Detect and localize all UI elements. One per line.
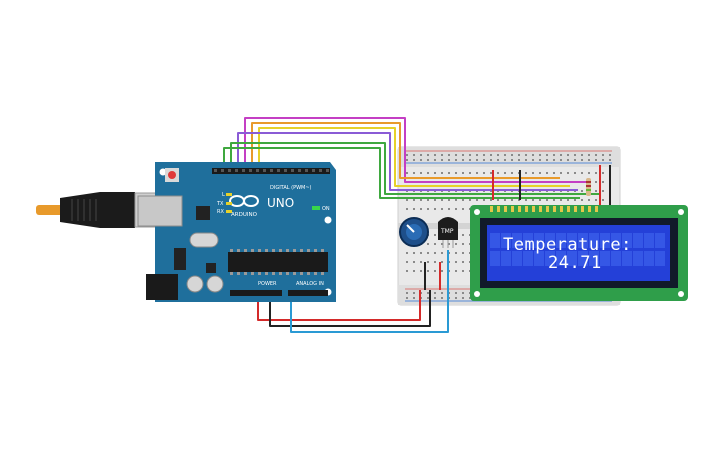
usb-port	[137, 195, 183, 227]
crystal	[189, 232, 219, 248]
capacitor-2	[206, 275, 224, 293]
l-led	[226, 193, 232, 196]
wire-purple[interactable]	[237, 132, 578, 191]
capacitor-1	[186, 275, 204, 293]
wire-green-1[interactable]	[230, 142, 600, 195]
tx-led	[226, 202, 232, 205]
on-label: ON	[322, 206, 330, 212]
wire-orange[interactable]	[251, 122, 560, 179]
arduino-brand: ARDUINO	[231, 212, 258, 218]
analog-label: ANALOG IN	[296, 281, 324, 287]
arduino-logo: ARDUINO	[229, 195, 259, 218]
power-label: POWER	[258, 281, 277, 287]
usb-plug-tip	[36, 205, 66, 215]
wires	[223, 117, 611, 333]
rx-label: RX	[217, 209, 224, 215]
uno-label: UNO	[267, 196, 294, 210]
usb-chip	[196, 206, 210, 220]
usb-plug-body	[60, 192, 135, 228]
on-led	[312, 206, 320, 210]
l-led-label: L	[222, 192, 225, 198]
arduino-board[interactable]: DIGITAL (PWM~) POWER ANALOG IN ARDUINO U…	[137, 162, 336, 302]
tx-label: TX	[216, 201, 224, 207]
potentiometer[interactable]	[399, 217, 429, 247]
lcd-module[interactable]: Temperature: 24.71	[470, 205, 688, 301]
reset-button[interactable]	[168, 171, 176, 179]
resistor[interactable]	[586, 178, 591, 196]
small-ic	[206, 263, 216, 273]
power-header[interactable]	[230, 290, 282, 296]
wire-blue-a0[interactable]	[290, 250, 449, 333]
digital-label: DIGITAL (PWM~)	[270, 185, 312, 191]
atmega-chip	[228, 252, 328, 272]
wire-green-2[interactable]	[223, 147, 580, 199]
tmp-sensor[interactable]: TMP	[438, 217, 458, 248]
wire-red-power[interactable]	[257, 290, 421, 321]
dc-power-jack	[146, 274, 178, 300]
wire-black-gnd[interactable]	[269, 290, 431, 327]
wire-magenta[interactable]	[244, 117, 587, 183]
wire-yellow[interactable]	[258, 127, 570, 187]
lcd-line-2: 24.71	[548, 253, 602, 273]
tmp-label: TMP	[440, 228, 454, 235]
voltage-regulator	[174, 248, 186, 270]
analog-header[interactable]	[288, 290, 328, 296]
lcd-line-1: Temperature:	[503, 235, 632, 255]
rx-led	[226, 210, 232, 213]
